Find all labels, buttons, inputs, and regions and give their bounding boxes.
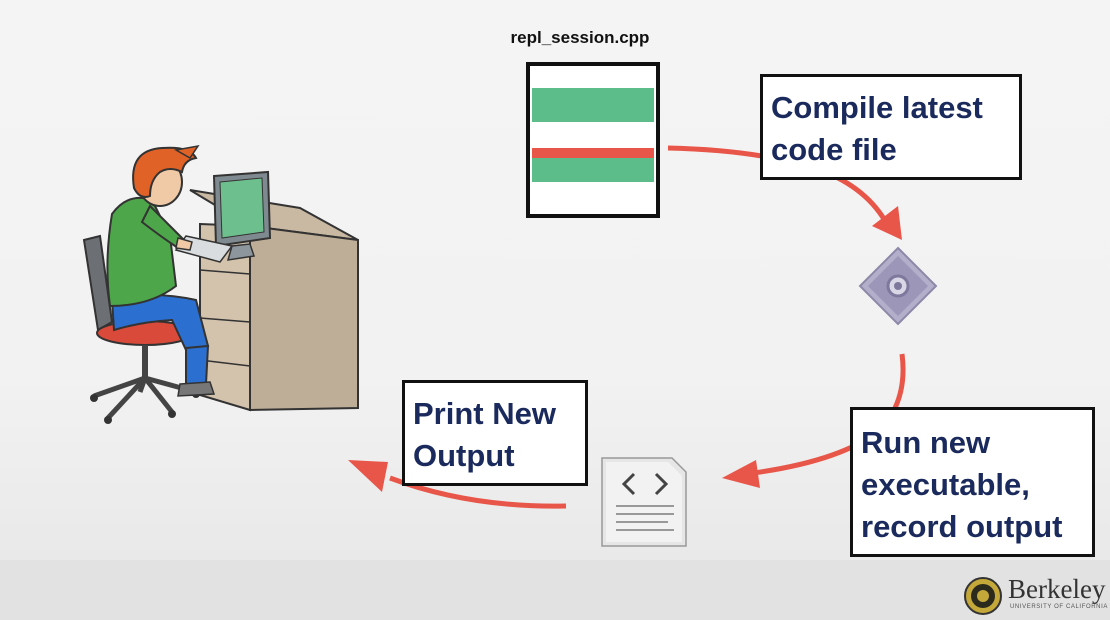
executable-icon bbox=[858, 246, 938, 326]
bottom-band bbox=[0, 560, 1110, 620]
step-print-line: Print New bbox=[413, 396, 556, 431]
berkeley-subtitle: UNIVERSITY OF CALIFORNIA bbox=[1010, 604, 1108, 610]
code-file-icon bbox=[526, 62, 660, 218]
berkeley-wordmark: Berkeley bbox=[1008, 574, 1106, 604]
step-compile-box: Compile latest code file bbox=[760, 74, 1022, 180]
output-document-icon bbox=[601, 457, 687, 547]
code-green-block bbox=[532, 88, 654, 122]
step-run-line: record output bbox=[861, 508, 1063, 544]
code-green-block bbox=[532, 158, 654, 182]
berkeley-seal-icon bbox=[964, 577, 1002, 615]
code-changed-line bbox=[532, 148, 654, 158]
step-compile-line: Compile latest bbox=[771, 90, 983, 125]
step-run-line: Run new bbox=[861, 425, 991, 460]
file-name-label: repl_session.cpp bbox=[510, 28, 650, 47]
step-print-line: Output bbox=[413, 437, 515, 473]
step-compile-line: code file bbox=[771, 131, 897, 167]
step-print-box: Print New Output bbox=[402, 380, 588, 486]
programmer-at-desk-illustration bbox=[82, 144, 359, 424]
step-run-box: Run new executable, record output bbox=[850, 407, 1095, 557]
step-run-line: executable, bbox=[861, 466, 1030, 502]
